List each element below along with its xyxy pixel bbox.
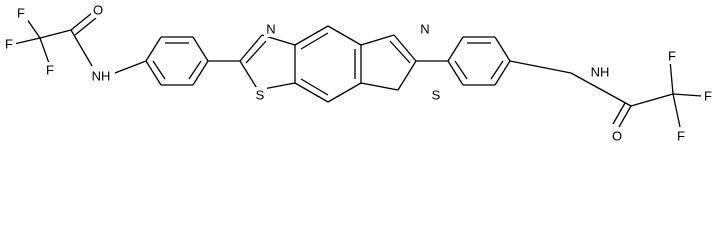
ring-bond (360, 82, 399, 91)
bond-phenyl-right-n (509, 60, 572, 74)
ring-bond (145, 60, 162, 86)
right-phenylene-ring (416, 36, 511, 86)
ring-inner-double (300, 32, 329, 50)
atom-n-left-ring: N (266, 22, 275, 37)
atom-s-left-ring: S (256, 88, 265, 103)
atom-nh-left: NH (92, 69, 111, 84)
ring-bond (360, 34, 395, 46)
label-mask (264, 21, 278, 37)
label-mask (91, 2, 105, 18)
bond-cf3-right-f1 (669, 59, 674, 95)
ring-inner-double (389, 40, 411, 64)
atom-f-left-mid: F (5, 37, 13, 52)
left-phenylene-ring (145, 36, 240, 86)
ring-bond (327, 82, 362, 103)
atom-s-right-ring: S (432, 88, 441, 103)
bond-left-n-phenyl (114, 60, 147, 74)
ring-bond (393, 34, 417, 62)
bond-cf3-left-f3 (39, 37, 51, 67)
label-mask (701, 88, 715, 104)
label-mask (587, 64, 613, 80)
ring-inner-double (454, 60, 468, 80)
ring-inner-double (188, 60, 202, 80)
ring-bond (494, 36, 511, 62)
right-trifluoroacetamide-group (509, 59, 703, 128)
ring-inner-double (490, 60, 504, 80)
bond-cf3-right-f3 (672, 93, 681, 128)
bond-carbonyl-left-o-b (74, 17, 97, 36)
atom-f-right-bottom: F (677, 129, 685, 144)
ring-bond (494, 60, 511, 86)
bond-cf3-left-carbonyl (39, 29, 72, 39)
ring-bond (192, 60, 209, 86)
bond-carbonyl-right-o-a (618, 105, 632, 128)
ring-bond (447, 60, 464, 86)
molecule-structure: F F F O NH N S N S NH O F F F (2, 2, 715, 144)
ring-bond (192, 36, 209, 62)
left-trifluoroacetamide-group (13, 11, 147, 74)
bond-right-n-carbonyl (570, 72, 632, 107)
atom-f-left-bottom: F (46, 63, 54, 78)
ring-bond (327, 25, 362, 46)
atom-n-right-ring: N (420, 22, 429, 37)
ring-bond (447, 36, 464, 62)
bond-cf3-right-f2 (672, 93, 703, 97)
ring-bond (397, 60, 417, 91)
atom-f-right-mid: F (704, 89, 712, 104)
ring-bond (294, 25, 329, 46)
ring-bond (294, 82, 329, 103)
label-mask (610, 128, 624, 144)
label-mask (674, 128, 688, 144)
bond-cf3-left-f2 (13, 37, 41, 45)
ring-inner-double (300, 78, 329, 96)
label-mask (665, 48, 679, 64)
ring-inner-double (152, 60, 166, 80)
atom-o-right: O (612, 129, 622, 144)
atom-f-left-top: F (17, 6, 25, 21)
label-mask (43, 62, 57, 78)
label-mask (2, 36, 16, 52)
atom-nh-right: NH (591, 65, 610, 80)
label-mask (418, 21, 432, 37)
ring-bond (239, 34, 263, 62)
atom-o-left: O (93, 3, 103, 18)
label-mask (253, 87, 267, 103)
bond-carbonyl-right-o-b (612, 102, 626, 125)
ring-bond (145, 36, 162, 62)
bond-carbonyl-left-n (70, 29, 93, 67)
bond-carbonyl-cf3-right (630, 93, 674, 107)
ring-bond (239, 60, 259, 91)
atom-labels: F F F O NH N S N S NH O F F F (2, 2, 715, 144)
atom-f-right-top: F (668, 49, 676, 64)
label-mask (14, 5, 28, 21)
ring-inner-double (245, 40, 267, 64)
bond-carbonyl-left-o-a (70, 12, 93, 31)
label-mask (88, 68, 114, 84)
label-mask (429, 87, 443, 103)
